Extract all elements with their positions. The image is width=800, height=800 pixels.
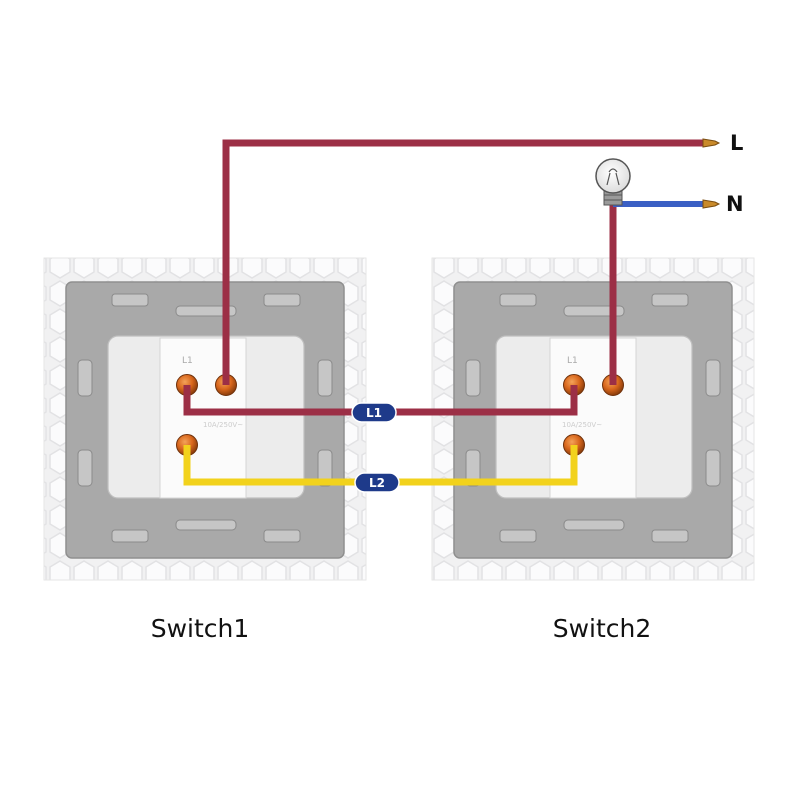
live-wire-tip (702, 138, 721, 148)
l1-link-label: L1 (366, 406, 382, 420)
switch2-caption: Switch2 (553, 614, 652, 643)
neutral-wire-tip (702, 199, 721, 209)
lamp-bulb-icon (595, 158, 631, 206)
live-wire (222, 139, 705, 385)
switch2-unit: L1 10A/250V~ (431, 257, 755, 581)
switch2-terminal-block (549, 337, 637, 499)
switch1-caption: Switch1 (151, 614, 250, 643)
l2-link-label: L2 (369, 476, 385, 490)
l1-link-badge: L1 (351, 402, 397, 423)
switch1-frame-slots (77, 293, 333, 543)
switch1-terminal-block (159, 337, 247, 499)
switch1-rating: 10A/250V~ (203, 421, 243, 429)
neutral-terminal-label: N (726, 192, 744, 216)
switch2-frame-slots (465, 293, 721, 543)
switch1-terminal-label: L1 (182, 356, 193, 366)
switch2-terminal-label: L1 (567, 356, 578, 366)
switch2-rating: 10A/250V~ (562, 421, 602, 429)
l2-link-badge: L2 (354, 472, 400, 493)
live-terminal-label: L (730, 131, 743, 155)
wire-ends (702, 138, 721, 209)
switch1-unit: L1 10A/250V~ (43, 257, 367, 581)
